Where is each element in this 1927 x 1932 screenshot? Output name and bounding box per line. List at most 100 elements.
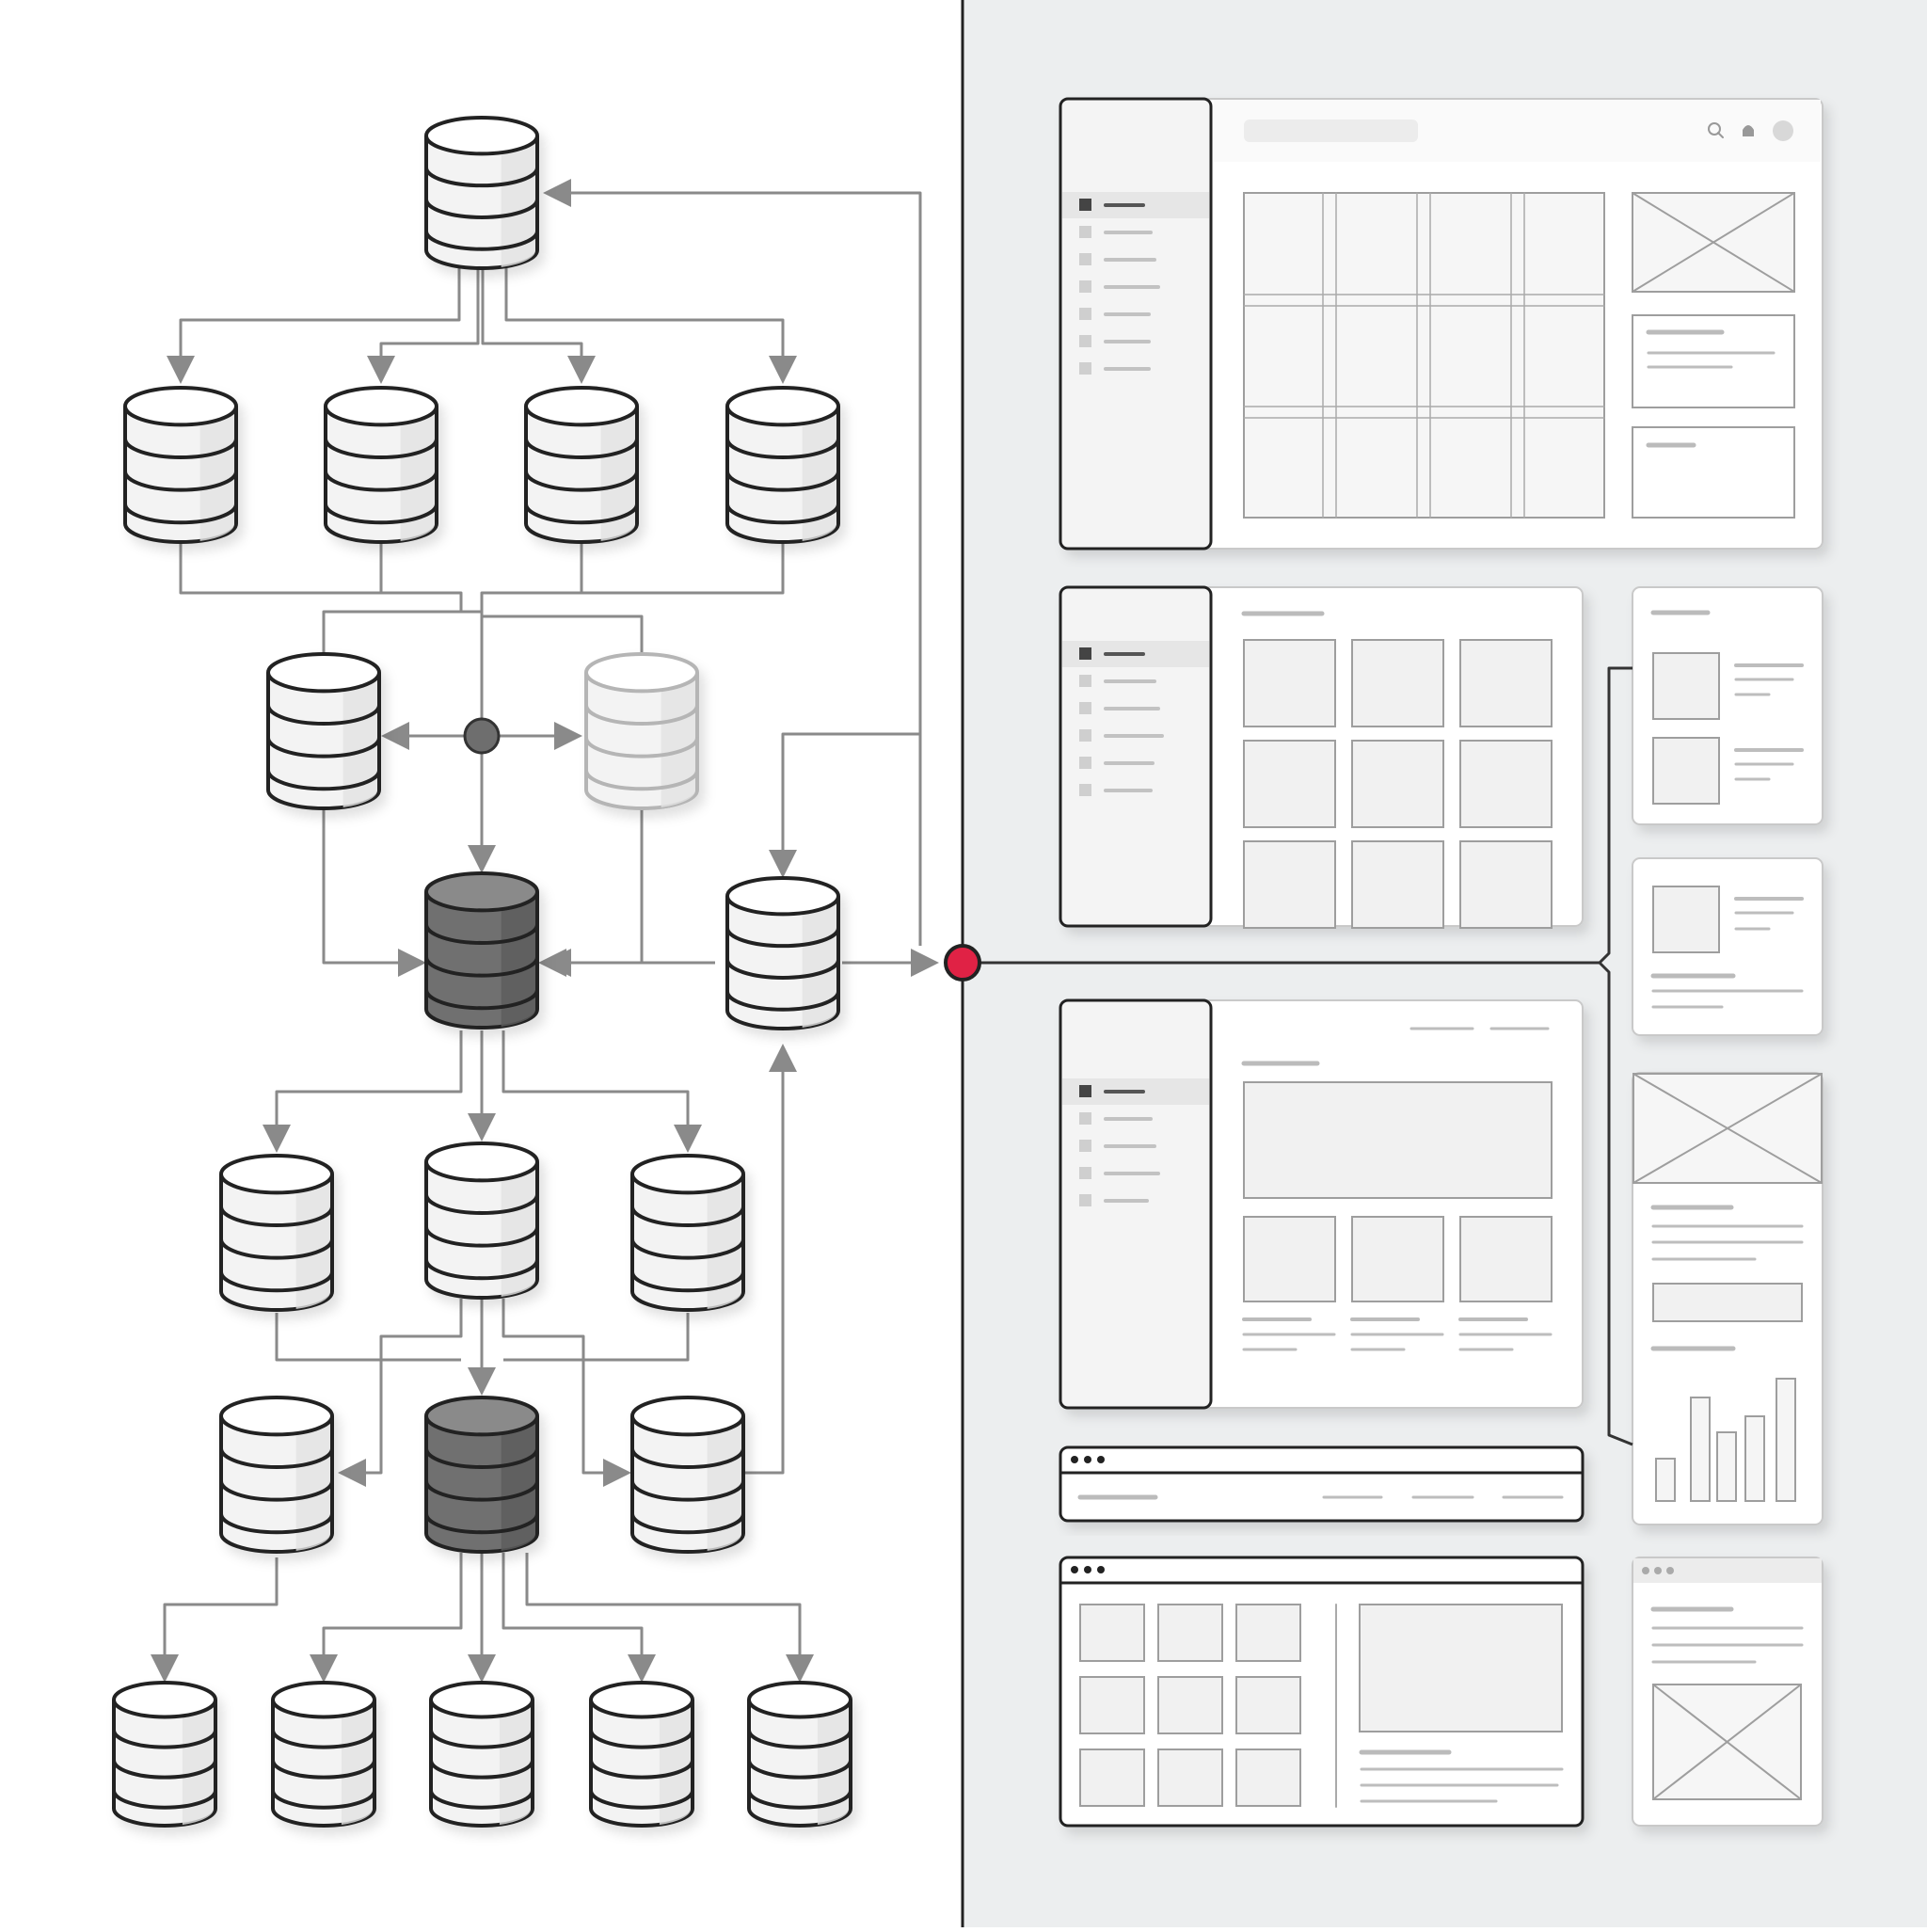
- database-band: [424, 1448, 539, 1469]
- gallery-tile: [1459, 740, 1553, 828]
- database-band: [324, 503, 438, 525]
- database-band: [429, 1760, 534, 1780]
- database-icon: [219, 1154, 334, 1312]
- database-band: [584, 770, 699, 791]
- database-band: [324, 439, 438, 459]
- gallery-tile: [1351, 740, 1444, 828]
- database-band: [424, 956, 539, 978]
- sidebar-item-icon: [1079, 226, 1091, 238]
- database-cap: [584, 652, 699, 694]
- connector-arrow: [167, 268, 461, 384]
- database-band: [747, 1730, 852, 1749]
- database-band: [266, 770, 381, 791]
- database-band: [271, 1760, 376, 1780]
- gallery-tile: [1243, 840, 1336, 929]
- database-band: [219, 1513, 334, 1535]
- database-band: [725, 959, 840, 980]
- database-icon: [429, 1681, 534, 1828]
- database-band: [630, 1448, 745, 1469]
- connector-arrow: [504, 268, 797, 384]
- connector-arrow: [338, 1299, 463, 1487]
- sidebar-item-icon: [1079, 757, 1091, 769]
- hero-block: [1243, 1081, 1553, 1199]
- database-cap: [630, 1154, 745, 1195]
- database-icon: [725, 386, 840, 544]
- database-band: [266, 705, 381, 726]
- database-shade: [661, 672, 696, 808]
- database-band: [524, 439, 639, 459]
- database-icon: [219, 1396, 334, 1554]
- browser-tile: [1157, 1748, 1223, 1807]
- database-shade: [295, 1174, 331, 1310]
- database-cap: [725, 876, 840, 917]
- database-band: [630, 1238, 745, 1260]
- database-band: [589, 1790, 694, 1810]
- link-line: [963, 666, 1632, 965]
- database-nodes: [112, 116, 852, 1828]
- browser-tile: [1235, 1604, 1301, 1662]
- database-band: [112, 1790, 217, 1810]
- connector-arrow: [503, 1313, 690, 1362]
- database-cap: [424, 871, 539, 913]
- database-icon: [630, 1154, 745, 1312]
- database-dark-icon: [424, 1396, 539, 1554]
- database-band: [123, 503, 238, 525]
- database-band: [271, 1790, 376, 1810]
- wireframe-sidebar: [1059, 97, 1213, 551]
- database-cap: [524, 386, 639, 427]
- junction-dot: [463, 717, 501, 755]
- bar-chart-icon: [1776, 1378, 1796, 1502]
- database-band: [424, 199, 539, 219]
- database-shade: [501, 1415, 536, 1552]
- database-cap: [747, 1681, 852, 1719]
- connector-arrow: [481, 268, 596, 384]
- browser-preview: [1359, 1604, 1563, 1732]
- database-band: [725, 927, 840, 949]
- database-band: [123, 439, 238, 459]
- connector-arrow: [367, 268, 480, 384]
- connection-overlay: [463, 666, 1633, 1446]
- database-cap: [424, 1396, 539, 1437]
- browser-tile: [1079, 1748, 1145, 1807]
- connector-arrow: [502, 1299, 631, 1487]
- database-cap: [123, 386, 238, 427]
- database-band: [747, 1790, 852, 1810]
- bar-chart-icon: [1690, 1397, 1711, 1502]
- database-band: [123, 471, 238, 492]
- gallery-tile: [1459, 840, 1553, 929]
- connector-arrow: [151, 1557, 279, 1683]
- database-band: [219, 1206, 334, 1227]
- sidebar-item-icon: [1079, 1140, 1091, 1152]
- database-cap: [219, 1396, 334, 1437]
- sidebar-item-icon: [1079, 362, 1091, 375]
- search-bar-placeholder: [1244, 120, 1418, 142]
- mini-titlebar: [1633, 1558, 1822, 1583]
- database-band: [584, 737, 699, 758]
- avatar-icon: [1773, 120, 1793, 141]
- connector-arrow: [482, 541, 785, 595]
- info-card: [1632, 426, 1795, 519]
- database-band: [630, 1513, 745, 1535]
- connector-arrow: [543, 179, 922, 946]
- connection-dot: [944, 944, 981, 982]
- database-band: [725, 471, 840, 492]
- database-band: [429, 1730, 534, 1749]
- database-band: [219, 1271, 334, 1293]
- sidebar-item-icon: [1079, 1112, 1091, 1125]
- database-shade: [659, 1700, 692, 1826]
- detail-tile: [1243, 1216, 1336, 1302]
- gallery-tile: [1351, 639, 1444, 727]
- window-dots-icon: [1084, 1456, 1091, 1463]
- sidebar-item-icon: [1079, 647, 1091, 660]
- window-dots-icon: [1666, 1567, 1674, 1574]
- database-cap: [112, 1681, 217, 1719]
- database-band: [424, 1513, 539, 1535]
- database-band: [112, 1760, 217, 1780]
- database-band: [725, 991, 840, 1012]
- database-shade: [342, 672, 378, 808]
- database-band: [219, 1448, 334, 1469]
- database-band: [219, 1238, 334, 1260]
- browser-tile: [1235, 1676, 1301, 1734]
- database-shade: [802, 406, 837, 542]
- database-cap: [219, 1154, 334, 1195]
